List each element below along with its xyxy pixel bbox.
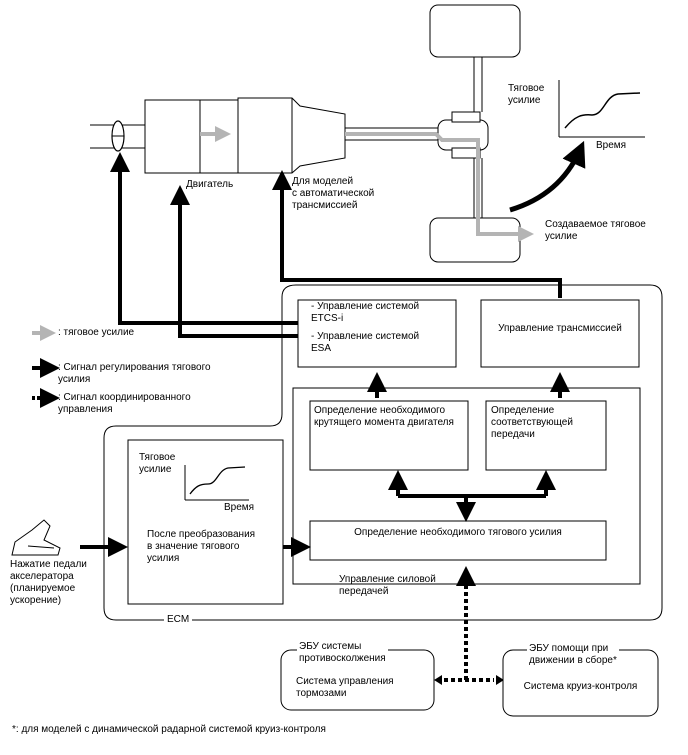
top-chart-curve xyxy=(564,92,641,129)
pedal-label: Нажатие педали акселератора (планируемое… xyxy=(10,559,87,606)
legend-coord-signal-label: : Сигнал координированного управления xyxy=(58,392,191,415)
main-ecu-frame xyxy=(103,284,663,621)
transmission-control-label: Управление трансмиссией xyxy=(498,323,622,334)
etcs-esa-box xyxy=(297,299,457,368)
ecm-label: ECM xyxy=(164,614,193,626)
inner-chart-curve xyxy=(189,466,246,495)
inner-traction-chart xyxy=(184,465,249,501)
traction-determination-box xyxy=(309,520,607,561)
engine-bellhousing xyxy=(199,99,239,174)
engine-block xyxy=(144,99,201,174)
anticollision-ecu-label: ЭБУ системы противосколжения xyxy=(297,641,388,665)
internal-signal-arrows xyxy=(367,372,570,522)
traction-determination-label: Определение необходимого тягового усилия xyxy=(354,527,562,538)
generated-traction-label: Создаваемое тяговое усилие xyxy=(545,219,646,242)
throttle-body xyxy=(90,120,145,152)
accelerator-pedal-icon xyxy=(11,519,61,556)
differential xyxy=(437,111,489,159)
top-chart-ylabel: Тяговое усилие xyxy=(508,83,545,106)
brake-control-label: Система управления тормозами xyxy=(296,676,394,699)
engine-label: Двигатель xyxy=(186,179,234,190)
auto-trans-label: Для моделей с автоматической трансмиссие… xyxy=(292,176,375,211)
traction-flow-arrows xyxy=(200,126,534,242)
torque-determination-label: Определение необходимого крутящего момен… xyxy=(314,405,454,428)
top-chart-xlabel: Время xyxy=(596,140,627,151)
wheel-bottom xyxy=(429,217,521,263)
transmission-control-box xyxy=(480,299,640,368)
legend-arrows xyxy=(32,325,60,408)
inner-chart-xlabel: Время xyxy=(224,502,255,513)
control-signal-arrows xyxy=(110,152,562,338)
legend-control-signal-label: : Сигнал регулирования тягового усилия xyxy=(58,362,211,385)
gear-determination-label: Определение соответствующей передачи xyxy=(491,405,573,440)
cruise-control-label: Система круиз-контроля xyxy=(523,681,638,692)
esa-control-label: - Управление системой ESA xyxy=(311,331,420,354)
powertrain-control-label: Управление силовой передачей xyxy=(339,574,436,597)
after-conversion-label: После преобразования в значение тягового… xyxy=(147,529,256,564)
etcs-control-label: - Управление системой ETCS-i xyxy=(311,301,420,324)
torque-determination-box xyxy=(309,400,469,471)
drive-assist-ecu-label: ЭБУ помощи при движении в сборе* xyxy=(527,643,619,667)
legend-traction-label: : тяговое усилие xyxy=(58,327,135,338)
inner-chart-ylabel: Тяговое усилие xyxy=(139,452,176,475)
top-traction-chart xyxy=(558,80,645,138)
footnote: *: для моделей с динамической радарной с… xyxy=(12,724,326,735)
conversion-box xyxy=(127,439,284,605)
coordinated-signal-arrows xyxy=(444,566,494,682)
gear-determination-box xyxy=(485,400,607,471)
curved-arrow-icon xyxy=(509,140,586,213)
wheel-top xyxy=(429,4,521,58)
